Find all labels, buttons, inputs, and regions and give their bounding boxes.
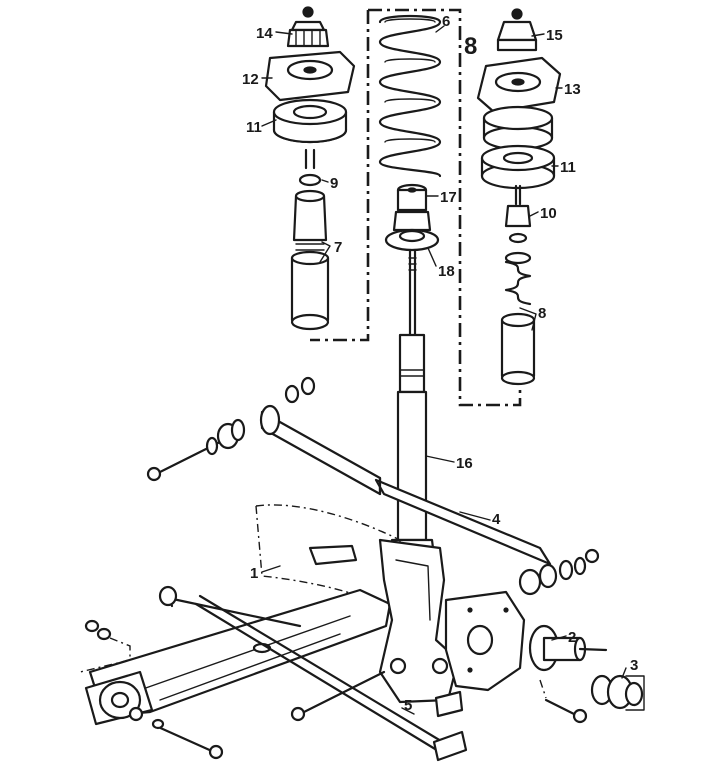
spring-seat-lower-right xyxy=(480,144,556,190)
mounting-plate-right xyxy=(476,56,562,114)
fastener-bolt-lower xyxy=(151,718,224,760)
callout-9: 9 xyxy=(330,175,338,192)
fastener-nut-left xyxy=(79,619,131,673)
callout-17: 17 xyxy=(440,189,457,206)
lateral-link xyxy=(158,585,468,762)
bump-stop-17 xyxy=(396,183,428,212)
retaining-ring-left xyxy=(298,148,322,187)
axle-beam xyxy=(88,504,401,718)
callout-11-left: 11 xyxy=(246,119,262,136)
spring-seat-upper-right xyxy=(482,105,554,151)
spring-seat-left xyxy=(272,98,348,144)
callout-11-right: 11 xyxy=(560,159,576,176)
callout-8: 8 xyxy=(538,305,546,322)
callout-16: 16 xyxy=(456,455,473,472)
axle-end-bushing xyxy=(84,670,154,726)
spring-seat-18 xyxy=(384,210,440,252)
callout-3: 3 xyxy=(630,657,638,674)
bump-stop-boot-right xyxy=(500,251,536,386)
callout-4: 4 xyxy=(492,511,501,528)
link-bolt xyxy=(290,670,386,722)
callout-6: 6 xyxy=(442,13,450,30)
callout-7: 7 xyxy=(334,239,342,256)
callout-12: 12 xyxy=(242,71,259,88)
bump-stop-boot-left xyxy=(290,189,330,331)
callout-13: 13 xyxy=(564,81,581,98)
coil-spring xyxy=(378,14,442,178)
callout-10: 10 xyxy=(540,205,557,222)
callout-15: 15 xyxy=(546,27,563,44)
right-strut-assembly xyxy=(476,8,562,386)
callout-1: 1 xyxy=(250,565,258,582)
top-mount-cap-left xyxy=(286,6,330,48)
right-bushing-bolt xyxy=(518,548,600,596)
group-bracket-8 xyxy=(310,8,522,407)
callout-8-large: 8 xyxy=(464,33,477,60)
trailing-arm-tube xyxy=(259,404,552,566)
callout-2: 2 xyxy=(568,629,576,646)
left-strut-assembly xyxy=(264,6,356,331)
left-bushing-bolt xyxy=(146,376,316,482)
stub-axle-hub xyxy=(528,624,645,711)
callout-5: 5 xyxy=(404,697,412,714)
callout-18: 18 xyxy=(438,263,455,280)
spacer-10 xyxy=(504,184,532,244)
leader-lines xyxy=(261,25,627,715)
hub-carrier xyxy=(444,590,526,692)
mounting-plate-left xyxy=(264,50,356,102)
top-mount-cap-right xyxy=(496,8,538,52)
fastener-bolt-hub xyxy=(539,679,588,724)
callout-14: 14 xyxy=(256,25,273,42)
